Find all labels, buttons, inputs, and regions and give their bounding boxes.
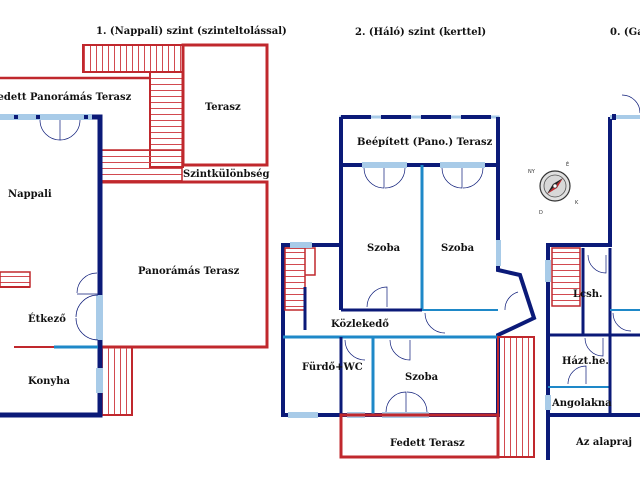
- bottom-stair: [99, 346, 133, 416]
- label-room-right: Szoba: [441, 243, 475, 254]
- label-dining: Étkező: [28, 313, 66, 325]
- floor1-plan: [0, 43, 269, 418]
- heading-floor0: 0. (Ga: [610, 27, 640, 38]
- label-bathroom: Fürdő+WC: [302, 362, 363, 373]
- heading-floor1: 1. (Nappali) szint (szinteltolással): [96, 26, 287, 37]
- floor0-stair: [551, 247, 581, 307]
- compass-label-d: D: [539, 210, 543, 216]
- panoramic-terrace-outline: [100, 180, 269, 349]
- label-kitchen: Konyha: [28, 376, 70, 387]
- label-living-room: Nappali: [8, 189, 52, 200]
- label-room-bottom: Szoba: [405, 372, 439, 383]
- floor0-outer-wall: [546, 117, 640, 417]
- label-light-well: Angolakna: [551, 398, 612, 409]
- floor2-covered-terrace: [339, 413, 500, 459]
- label-covered-terrace: Fedett Terasz: [390, 438, 465, 449]
- floor1-window-top: [0, 114, 92, 120]
- label-corridor: Közlekedő: [331, 319, 389, 330]
- compass-label-ny: NY: [528, 169, 536, 175]
- floor0-plan: [545, 94, 640, 460]
- floor2-right-stair: [497, 336, 535, 458]
- label-covered-panoramic-terrace: Fedett Panorámás Terasz: [0, 92, 132, 103]
- label-room-left: Szoba: [367, 243, 401, 254]
- compass-icon: NY É D K: [528, 160, 579, 216]
- label-stair-room: Lcsh.: [573, 289, 603, 300]
- compass-label-k: K: [575, 200, 579, 206]
- floor1-outer-wall: [0, 114, 103, 418]
- label-utility: Házt.he.: [562, 356, 609, 367]
- compass-label-e: É: [566, 160, 569, 168]
- inner-stair: [0, 271, 31, 288]
- label-panoramic-terrace: Panorámás Terasz: [138, 266, 240, 277]
- heading-floor2: 2. (Háló) szint (kerttel): [355, 27, 486, 38]
- label-level-difference: Szintkülönbség: [183, 169, 270, 180]
- lower-stair: [99, 149, 183, 183]
- label-built-in-terrace: Beépített (Pano.) Terasz: [357, 137, 493, 148]
- label-terrace: Terasz: [205, 102, 241, 113]
- label-note: Az alapraj: [575, 437, 632, 448]
- floor2-stair: [284, 247, 306, 311]
- floor2-plan: [281, 115, 537, 459]
- terrace-outline: [181, 43, 269, 167]
- upper-stair: [82, 44, 184, 73]
